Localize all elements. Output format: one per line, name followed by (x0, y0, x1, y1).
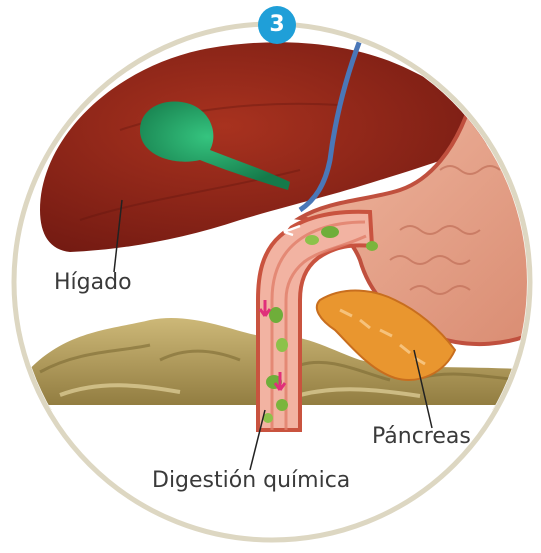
pancreas-label: Páncreas (372, 424, 471, 449)
liver-label: Hígado (54, 270, 132, 295)
step-badge: 3 (258, 6, 296, 44)
chemical-digestion-label: Digestión química (152, 468, 350, 493)
